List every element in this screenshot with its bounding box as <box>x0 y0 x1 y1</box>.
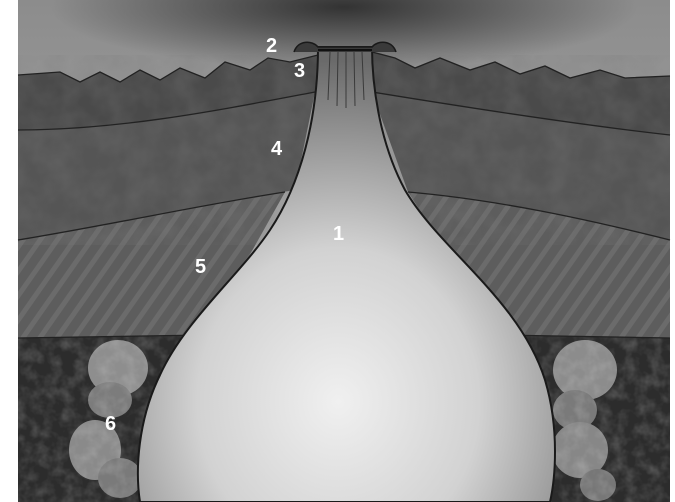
label-6: 6 <box>105 413 116 435</box>
label-2: 2 <box>266 35 277 57</box>
label-5: 5 <box>195 256 206 278</box>
label-4: 4 <box>271 138 283 160</box>
label-3: 3 <box>294 60 305 82</box>
label-1: 1 <box>333 223 344 245</box>
